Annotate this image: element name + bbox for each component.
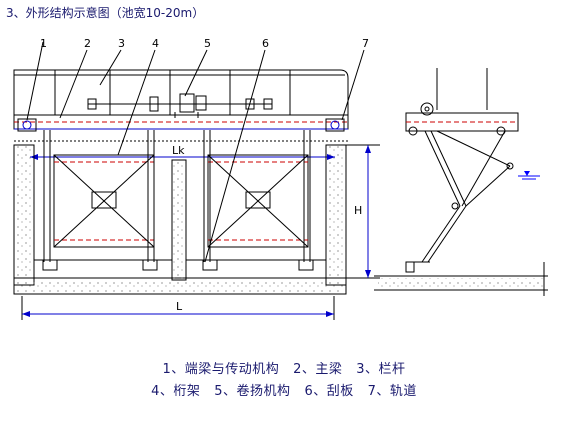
main-beam bbox=[13, 114, 349, 130]
callout-7: 7 bbox=[362, 37, 369, 50]
legend-line-1: 1、端梁与传动机构 2、主梁 3、栏杆 bbox=[162, 362, 406, 377]
end-beam-right bbox=[325, 118, 345, 132]
railing bbox=[13, 69, 349, 116]
side-view bbox=[374, 68, 548, 296]
l-dimension bbox=[21, 296, 335, 320]
lk-label: Lk bbox=[172, 144, 185, 157]
callout-6: 6 bbox=[262, 37, 269, 50]
legend-line-2: 4、桁架 5、卷扬机构 6、刮板 7、轨道 bbox=[151, 384, 417, 399]
h-label: H bbox=[354, 204, 362, 217]
winch-mechanism bbox=[87, 93, 273, 118]
tank-walls bbox=[13, 144, 347, 295]
callout-2: 2 bbox=[84, 37, 91, 50]
callout-leaders bbox=[26, 41, 365, 263]
truss-left bbox=[43, 130, 155, 262]
l-label: L bbox=[176, 300, 183, 313]
h-dimension bbox=[346, 144, 380, 279]
figure-title: 3、外形结构示意图（池宽10-20m） bbox=[6, 6, 205, 20]
callout-5: 5 bbox=[204, 37, 211, 50]
truss-right bbox=[203, 130, 311, 262]
callout-1: 1 bbox=[40, 37, 47, 50]
callout-4: 4 bbox=[152, 37, 159, 50]
front-view bbox=[13, 41, 380, 320]
scrapers bbox=[42, 259, 314, 271]
callout-3: 3 bbox=[118, 37, 125, 50]
